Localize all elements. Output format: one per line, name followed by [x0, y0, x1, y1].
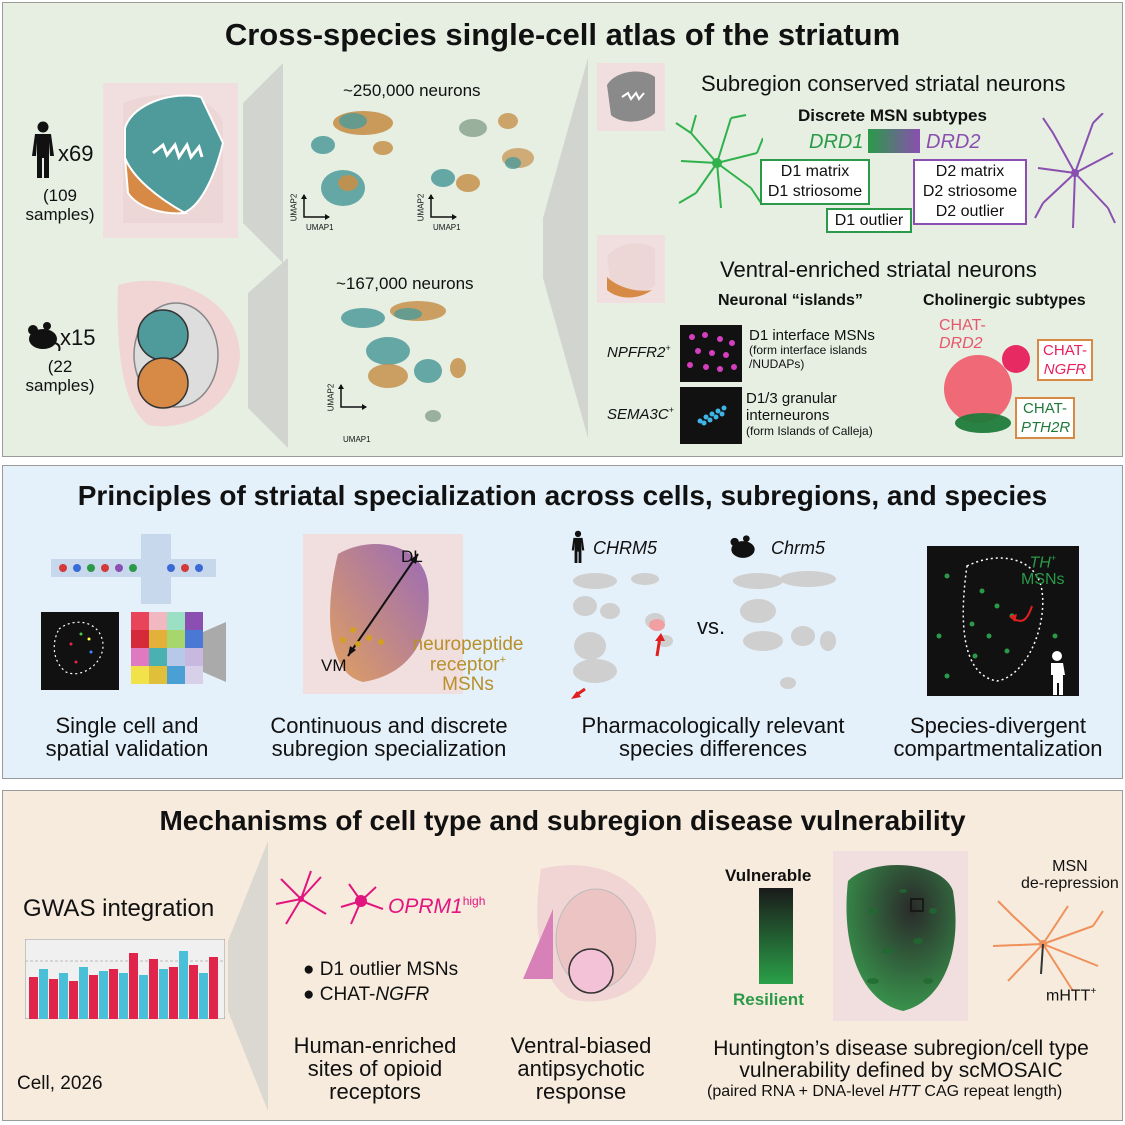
mouse-neuron-count: ~167,000 neurons	[336, 274, 474, 293]
th-msns-image	[927, 546, 1079, 696]
bullet-chat-ngfr: ● CHAT-NGFR	[303, 984, 430, 1005]
resilient-label: Resilient	[733, 990, 804, 1009]
d1-outlier-box: D1 outlier	[826, 208, 912, 233]
vm-label: VM	[321, 656, 347, 675]
cholinergic-umap	[944, 345, 1030, 433]
sema3c-desc: D1/3 granular interneurons (form Islands…	[746, 390, 873, 438]
ventral-title: Ventral-enriched striatal neurons	[720, 257, 1037, 282]
mouse-icon	[28, 322, 61, 351]
mouse-striatum-section	[117, 280, 240, 427]
mouse-count: x15	[60, 325, 96, 350]
npffr2-island-image	[680, 325, 742, 382]
mouse-chrm5-umap	[733, 571, 836, 689]
chrm5-mouse-label: Chrm5	[771, 538, 826, 558]
projection-wedge-right	[543, 58, 588, 438]
neuropeptide-label: neuropeptide receptor+ MSNs	[412, 634, 524, 696]
chrm5-human-label: CHRM5	[593, 538, 658, 558]
human-umap-plot	[311, 111, 534, 206]
panel-atlas: Cross-species single-cell atlas of the s…	[2, 2, 1123, 457]
sema3c-island-image	[680, 387, 742, 444]
msn-subtypes-title: Discrete MSN subtypes	[798, 106, 987, 125]
vulnerable-label: Vulnerable	[725, 866, 812, 885]
islands-title: Neuronal “islands”	[718, 292, 863, 309]
conserved-title: Subregion conserved striatal neurons	[701, 71, 1066, 96]
vs-label: vs.	[697, 614, 726, 639]
human-count: x69	[58, 141, 94, 166]
projection-wedge-top	[243, 63, 283, 263]
chat-pth2r-box: CHAT-PTH2R	[1015, 397, 1075, 439]
gwas-label: GWAS integration	[23, 895, 215, 922]
human-umap-xlabel-left: UMAP1	[306, 223, 334, 232]
drd2-label: DRD2	[926, 131, 981, 153]
human-umap-xlabel-right: UMAP1	[433, 223, 461, 232]
dl-label: DL	[401, 547, 423, 566]
mouse-umap-xlabel: UMAP1	[343, 435, 371, 444]
human-umap-axes-right	[428, 194, 457, 220]
msn-derepression-neuron	[992, 900, 1104, 992]
mouse-umap-plot	[341, 301, 466, 422]
d2-neuron-icon	[1034, 113, 1116, 229]
npffr2-desc: D1 interface MSNs (form interface island…	[749, 327, 875, 372]
human-figure-icon-2	[571, 530, 585, 563]
projection-wedge-bottom	[248, 258, 288, 448]
panel-principles: Principles of striatal specialization ac…	[2, 465, 1123, 779]
hd-label: Huntington’s disease subregion/cell type…	[713, 1037, 1089, 1083]
chat-ngfr-box: CHAT-NGFR	[1037, 339, 1093, 381]
human-umap-ylabel-right: UMAP2	[416, 193, 426, 222]
conserved-region-thumb	[597, 63, 665, 131]
vulnerability-gradient-bar	[759, 888, 793, 984]
hd-sublabel: (paired RNA + DNA-level HTT CAG repeat l…	[707, 1083, 1063, 1100]
cholinergic-title: Cholinergic subtypes	[923, 292, 1086, 309]
mouse-icon-2	[730, 535, 755, 558]
human-neuron-count: ~250,000 neurons	[343, 81, 481, 100]
drd1-label: DRD1	[809, 131, 864, 153]
subregion-gradient-icon	[303, 534, 463, 694]
mouse-umap-ylabel: UMAP2	[326, 383, 336, 412]
panel-vulnerability: Mechanisms of cell type and subregion di…	[2, 790, 1123, 1121]
sema3c-label: SEMA3C+	[607, 405, 674, 423]
human-umap-ylabel-left: UMAP2	[289, 193, 299, 222]
projection-wedge-gwas	[228, 841, 268, 1111]
d1-neuron-icon	[675, 114, 763, 209]
oprm1-label: OPRM1high	[388, 894, 486, 918]
chat-drd2-label: CHAT-DRD2	[939, 317, 986, 352]
panel-vulnerability-title: Mechanisms of cell type and subregion di…	[159, 805, 966, 836]
bullet-d1-outlier: ● D1 outlier MSNs	[303, 959, 459, 980]
panel-principles-title: Principles of striatal specialization ac…	[77, 480, 1048, 511]
mouse-umap-axes	[338, 384, 367, 410]
citation: Cell, 2026	[17, 1073, 103, 1094]
drd1-drd2-gradient	[868, 129, 920, 153]
gwas-manhattan-plot	[25, 939, 225, 1019]
single-cell-spatial-icon	[41, 534, 226, 690]
human-figure-icon	[32, 121, 54, 178]
mhtt-label: mHTT+	[1046, 986, 1097, 1005]
hd-striatum-section	[833, 851, 968, 1021]
human-striatum-section	[103, 83, 238, 238]
antipsychotic-section	[523, 865, 656, 1002]
panel-atlas-title: Cross-species single-cell atlas of the s…	[224, 17, 901, 52]
oprm1-neuron-icons	[275, 870, 384, 925]
ventral-region-thumb	[597, 235, 665, 303]
human-chrm5-umap	[571, 573, 673, 699]
npffr2-label: NPFFR2+	[607, 343, 671, 361]
human-umap-axes-left	[301, 194, 330, 220]
th-msns-label: TH+ MSNs	[1021, 553, 1065, 589]
